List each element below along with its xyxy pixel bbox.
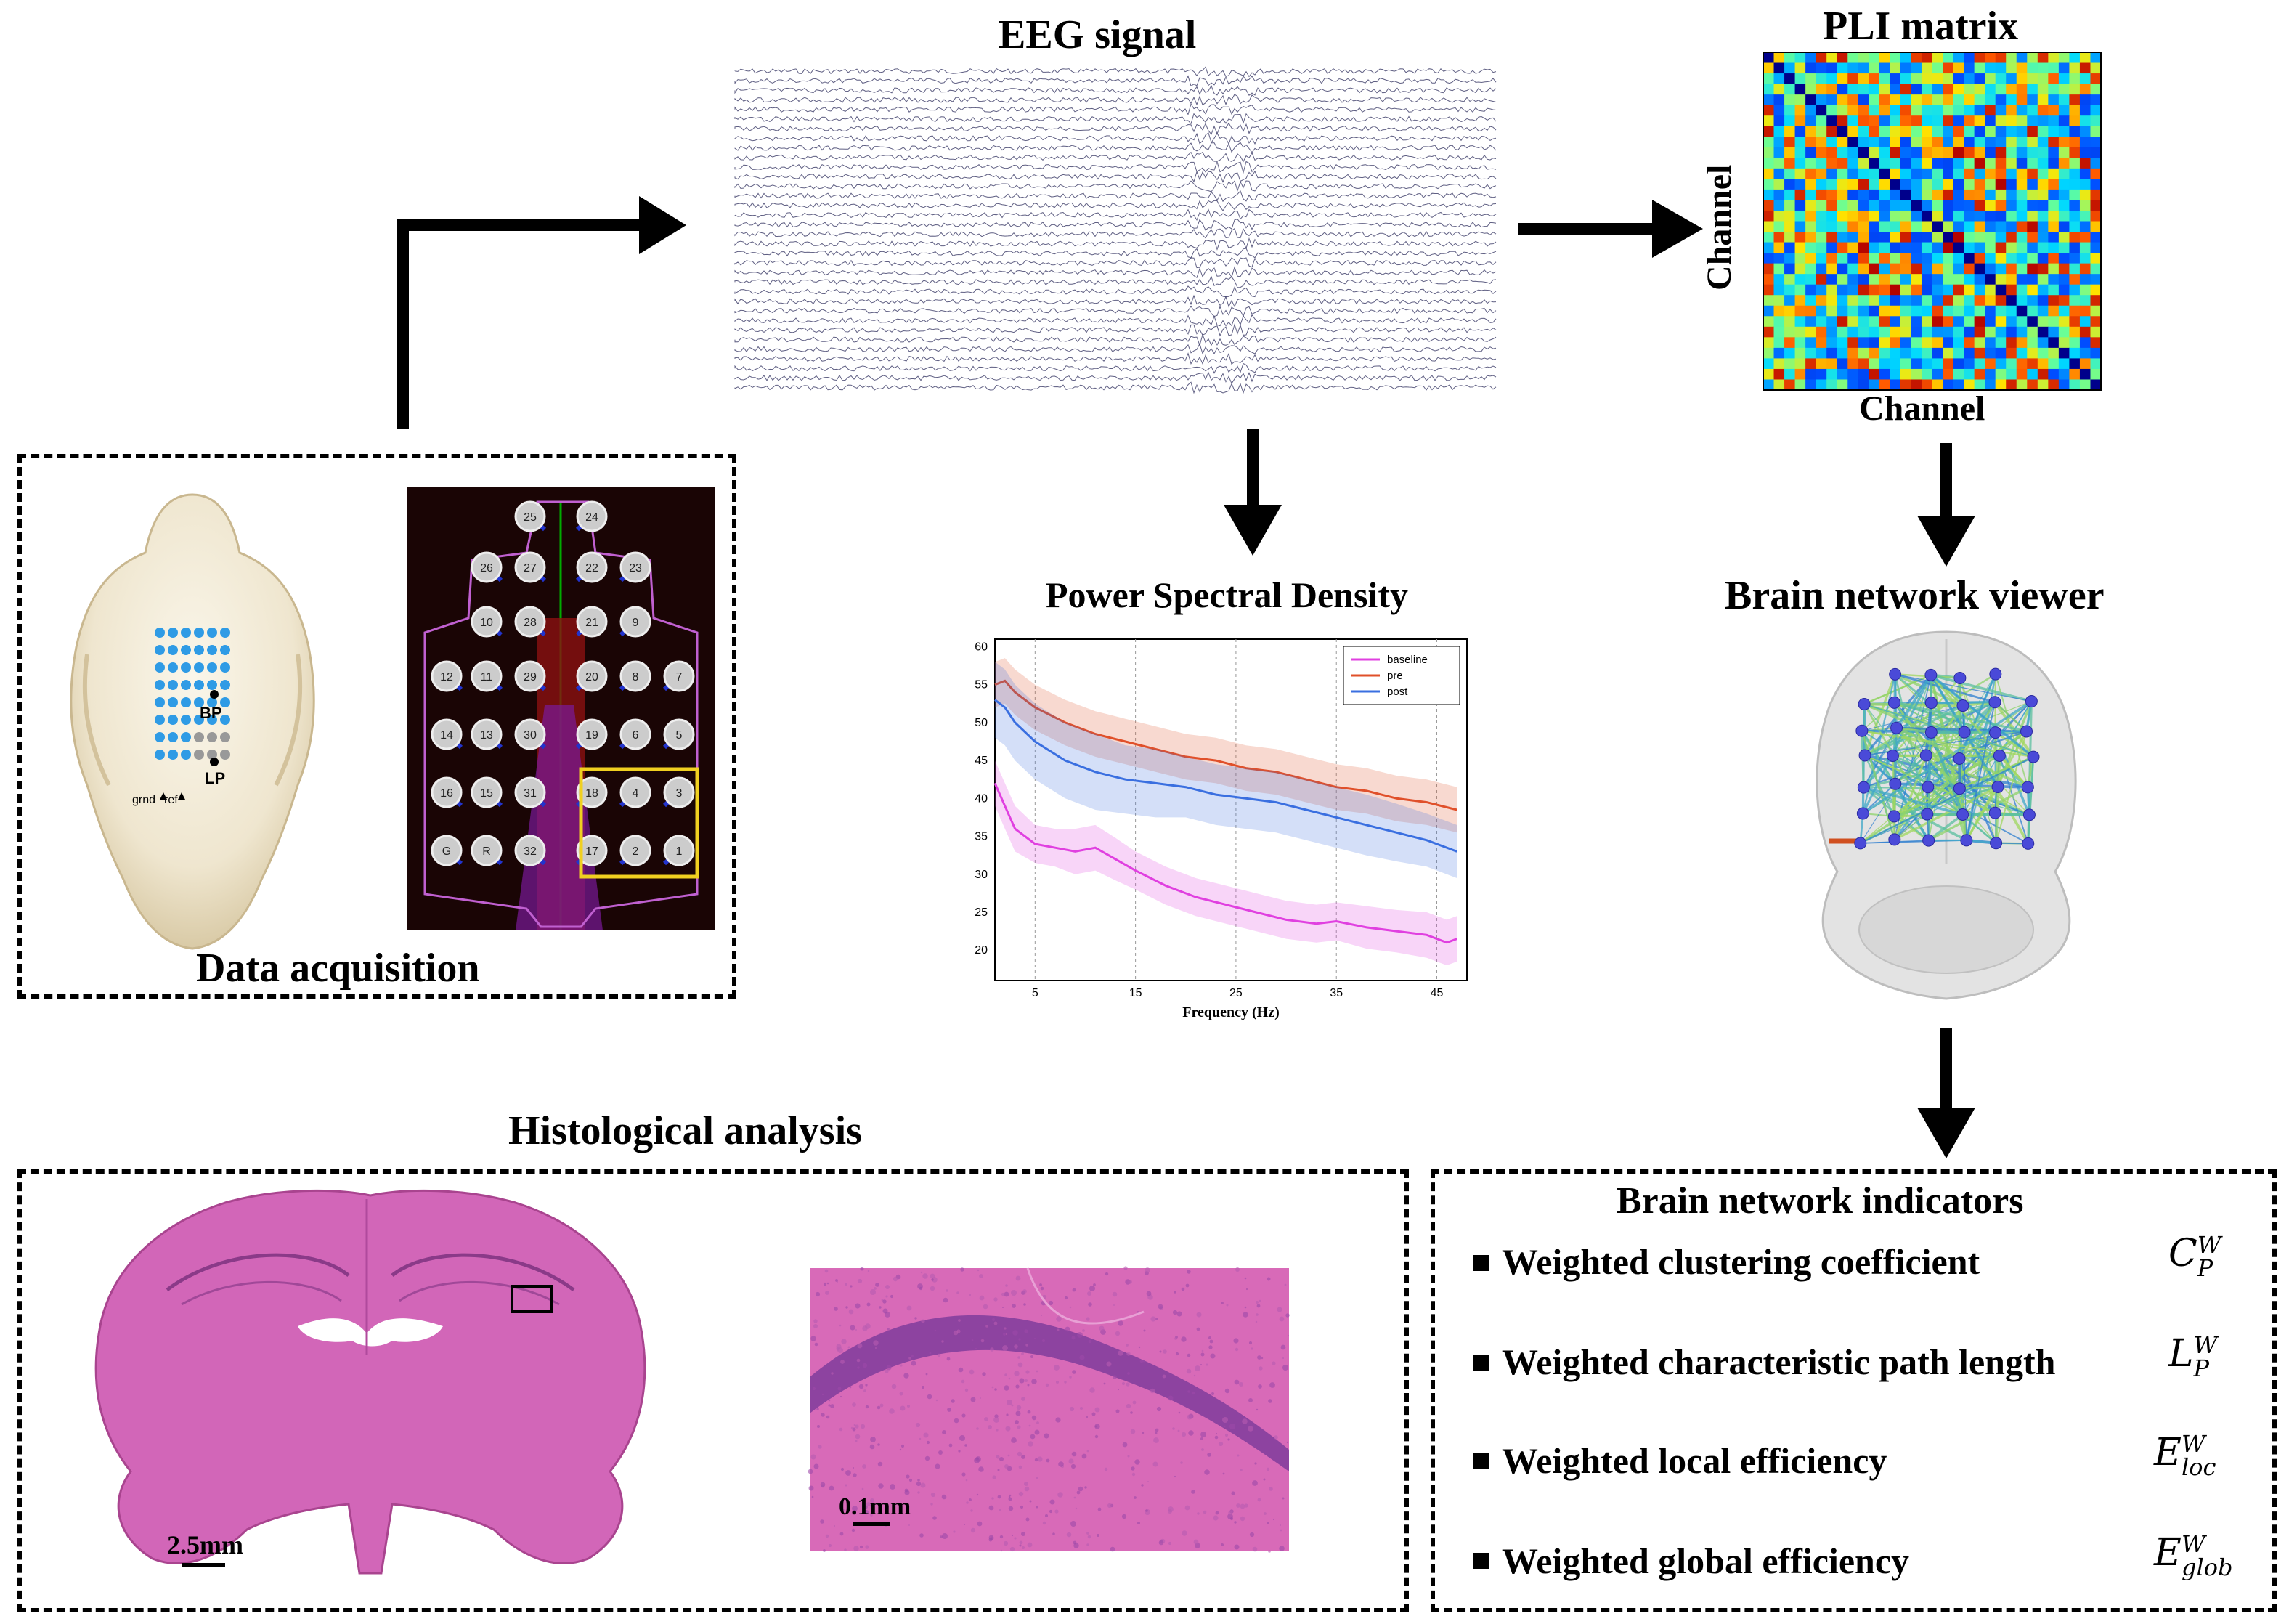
- psd-y-tick: 55: [975, 679, 988, 691]
- coronal-section-image: [94, 1189, 646, 1575]
- skull-label-bp: BP: [200, 704, 222, 722]
- pcb-pad-label: 17: [585, 845, 598, 858]
- pcb-pad-label: 14: [440, 729, 453, 742]
- pcb-pad-label: 3: [676, 787, 683, 800]
- pcb-pad-label: 24: [585, 511, 598, 524]
- psd-y-tick: 35: [975, 831, 988, 843]
- indicators-title: Brain network indicators: [1617, 1180, 2024, 1222]
- pcb-pad-label: G: [442, 845, 451, 858]
- psd-legend-label: baseline: [1387, 654, 1428, 666]
- brain-viewer-title: Brain network viewer: [1725, 573, 2105, 618]
- rat-skull-image: [70, 493, 315, 950]
- indicator-bullet: [1473, 1255, 1489, 1271]
- psd-line-baseline: [993, 782, 1457, 944]
- psd-y-tick: 20: [975, 944, 988, 957]
- hippocampus-zoom-image: [808, 1266, 1290, 1553]
- psd-y-tick: 30: [975, 869, 988, 881]
- data-acquisition-title: Data acquisition: [196, 946, 480, 991]
- pli-xlabel: Channel: [1859, 389, 1985, 428]
- pcb-pad-label: 22: [585, 562, 598, 575]
- psd-band-pre: [995, 658, 1457, 833]
- psd-line-post: [994, 699, 1457, 853]
- indicator-bullet: [1473, 1355, 1489, 1371]
- indicator-label-path-length: Weighted characteristic path length: [1502, 1341, 2056, 1382]
- eeg-signal-title: EEG signal: [999, 12, 1197, 57]
- pli-matrix-title: PLI matrix: [1823, 4, 2019, 49]
- pcb-pad-label: 28: [524, 617, 537, 629]
- pcb-pad-label: 11: [481, 671, 493, 683]
- pcb-pad-label: 16: [440, 787, 453, 800]
- skull-label-ref: ref: [164, 794, 178, 806]
- psd-x-tick: 25: [1229, 987, 1243, 999]
- pcb-pad-label: 27: [524, 562, 537, 575]
- psd-x-tick: 45: [1431, 987, 1444, 999]
- pcb-pad-label: 12: [440, 671, 453, 683]
- pcb-pad-label: 8: [633, 671, 639, 683]
- psd-x-tick: 35: [1330, 987, 1343, 999]
- pcb-pad-label: 10: [480, 617, 493, 629]
- psd-y-tick: 50: [975, 717, 988, 729]
- histology-title: Histological analysis: [508, 1108, 862, 1153]
- pcb-pad-label: 19: [585, 729, 598, 742]
- psd-legend-label: pre: [1387, 670, 1403, 682]
- pcb-pad-label: 20: [585, 671, 598, 683]
- psd-legend-label: post: [1387, 686, 1408, 698]
- psd-y-tick: 25: [975, 906, 988, 919]
- psd-title: Power Spectral Density: [1046, 575, 1408, 615]
- pcb-pad-label: 4: [633, 787, 639, 800]
- psd-y-tick: 60: [975, 641, 988, 653]
- psd-x-tick: 15: [1129, 987, 1142, 999]
- pcb-pad-label: 18: [585, 787, 598, 800]
- scalebar-zoom: 0.1mm: [839, 1493, 911, 1526]
- pcb-pad-label: 13: [480, 729, 493, 742]
- pcb-pad-label: 15: [480, 787, 493, 800]
- eeg-signal-traces: [734, 66, 1497, 394]
- brain-network-3d: [1816, 630, 2077, 1000]
- indicator-bullet: [1473, 1553, 1489, 1569]
- pcb-pad-label: 31: [524, 787, 537, 800]
- psd-xlabel: Frequency (Hz): [1182, 1004, 1280, 1020]
- pcb-pad-label: 5: [676, 729, 683, 742]
- pcb-pad-label: 2: [633, 845, 639, 858]
- pcb-pad-label: 30: [524, 729, 537, 742]
- pcb-pad-label: 29: [524, 671, 537, 683]
- indicator-bullet: [1473, 1453, 1489, 1469]
- histology-panel: 2.5mm 0.1mm: [17, 1169, 1409, 1612]
- brain-network-indicators-panel: Brain network indicators Weighted cluste…: [1431, 1169, 2277, 1612]
- pcb-pad-label: 26: [480, 562, 493, 575]
- pcb-pad-label: R: [482, 845, 491, 858]
- indicator-label-clustering: Weighted clustering coefficient: [1502, 1241, 1980, 1282]
- indicator-label-local-efficiency: Weighted local efficiency: [1502, 1440, 1887, 1481]
- pli-matrix-heatmap: [1763, 52, 2102, 391]
- pli-ylabel: Channel: [1700, 164, 1739, 291]
- pcb-pad-label: 6: [633, 729, 639, 742]
- pcb-pad-label: 7: [676, 671, 683, 683]
- psd-x-tick: 5: [1032, 987, 1038, 999]
- skull-label-lp: LP: [205, 769, 226, 787]
- pcb-pad-label: 1: [676, 845, 683, 858]
- pcb-pad-label: 9: [633, 617, 639, 629]
- psd-line-pre: [994, 679, 1457, 811]
- psd-band-baseline: [995, 760, 1457, 966]
- pcb-pad-label: 32: [524, 845, 537, 858]
- skull-label-grnd: grnd: [132, 794, 156, 806]
- pcb-pad-label: 25: [524, 511, 537, 524]
- psd-y-tick: 45: [975, 755, 988, 767]
- pcb-pad-label: 23: [629, 562, 642, 575]
- pcb-pad-label: 21: [585, 617, 598, 629]
- psd-band-post: [995, 662, 1457, 878]
- psd-y-tick: 40: [975, 792, 988, 805]
- scalebar-coronal: 2.5mm: [167, 1530, 243, 1567]
- indicator-label-global-efficiency: Weighted global efficiency: [1502, 1540, 1910, 1581]
